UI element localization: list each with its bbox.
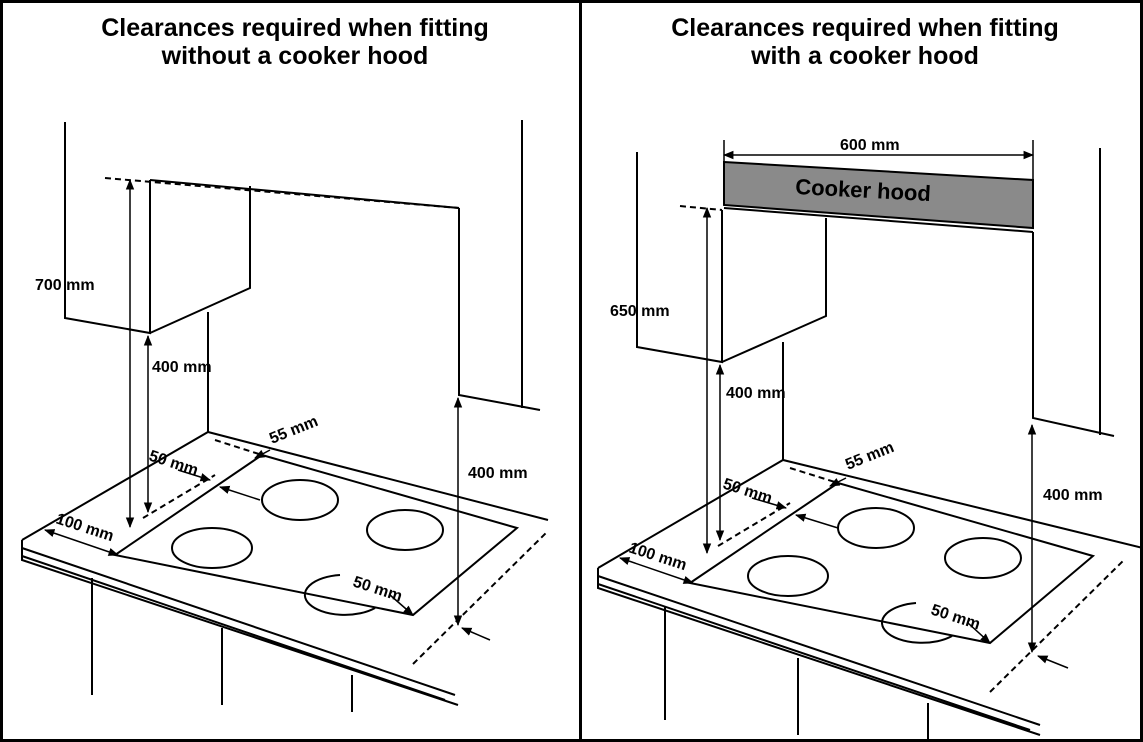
left-title-line-1: Clearances required when fitting bbox=[101, 14, 489, 42]
right-label-front: 100 mm bbox=[627, 540, 689, 575]
left-title-line-2: without a cooker hood bbox=[161, 42, 429, 70]
right-hob bbox=[687, 481, 1096, 645]
right-burner-front-left bbox=[747, 555, 829, 597]
left-label-right-side: 400 mm bbox=[468, 465, 528, 482]
left-wall-cabinet bbox=[64, 122, 251, 335]
left-hob bbox=[112, 453, 520, 617]
left-label-side: 50 mm bbox=[351, 574, 404, 606]
right-worktop bbox=[597, 458, 1143, 736]
right-label-hood-width: 600 mm bbox=[840, 137, 900, 154]
left-label-front: 100 mm bbox=[54, 511, 116, 546]
right-label-right-side: 400 mm bbox=[1043, 487, 1103, 504]
right-label-above-hob: 400 mm bbox=[726, 385, 786, 402]
left-burner-rear-left bbox=[261, 479, 339, 521]
left-panel-title: Clearances required when fitting without… bbox=[15, 14, 575, 70]
right-label-rear: 55 mm bbox=[843, 439, 896, 474]
left-label-rear: 55 mm bbox=[267, 413, 320, 448]
right-burner-rear-left bbox=[837, 507, 915, 549]
right-burner-front-right bbox=[881, 602, 953, 644]
panel-divider bbox=[579, 0, 582, 742]
right-panel-title: Clearances required when fitting with a … bbox=[585, 14, 1143, 70]
right-dimensions bbox=[619, 140, 1069, 669]
right-title-line-2: with a cooker hood bbox=[751, 42, 979, 70]
cooker-hood: Cooker hood bbox=[723, 160, 1034, 233]
left-worktop bbox=[21, 430, 549, 706]
right-drawing bbox=[597, 148, 1143, 740]
right-label-side: 50 mm bbox=[929, 602, 982, 634]
cooker-hood-box bbox=[723, 160, 1034, 230]
left-burner-front-right bbox=[303, 574, 376, 616]
right-title-line-1: Clearances required when fitting bbox=[671, 14, 1059, 42]
left-label-cabinet-height: 700 mm bbox=[35, 277, 95, 294]
right-burner-rear-right bbox=[944, 537, 1022, 579]
left-label-above-hob: 400 mm bbox=[152, 359, 212, 376]
left-burner-rear-right bbox=[366, 509, 444, 551]
right-wall-cabinet bbox=[636, 152, 827, 364]
right-right-wall bbox=[1032, 148, 1115, 437]
left-dimensions bbox=[44, 178, 491, 641]
left-drawing bbox=[21, 120, 549, 712]
left-right-wall bbox=[458, 120, 541, 411]
left-burner-front-left bbox=[171, 527, 253, 569]
right-label-cabinet-height: 650 mm bbox=[610, 303, 670, 320]
